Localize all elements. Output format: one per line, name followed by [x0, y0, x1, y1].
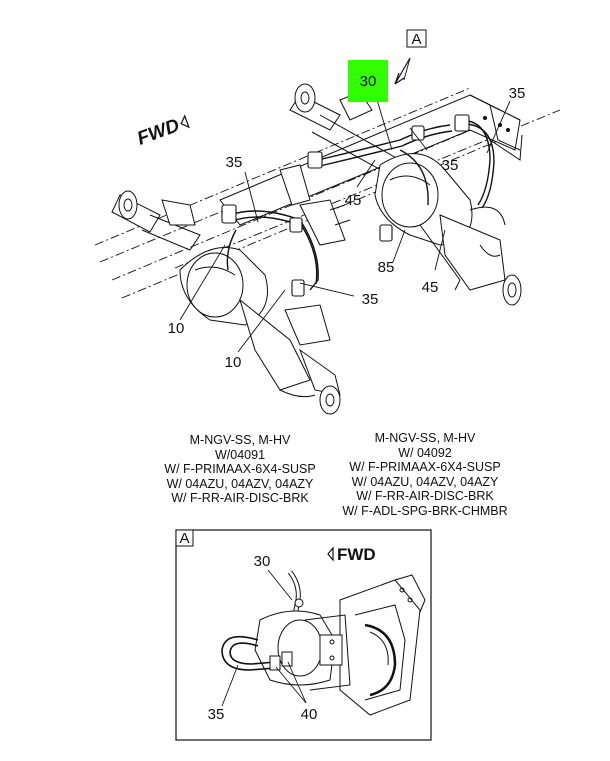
callout-10-upper: 10	[168, 320, 185, 337]
highlight-callout-30	[348, 60, 388, 102]
note-left-line: W/ 04AZU, 04AZV, 04AZY	[166, 476, 314, 491]
detail-brake-assembly	[221, 570, 426, 716]
application-note-left: M-NGV-SS, M-HV W/04091 W/ F-PRIMAAX-6X4-…	[140, 433, 340, 506]
view-a-arrow	[394, 57, 411, 85]
main-assembly-illustration	[94, 57, 561, 415]
note-right-line: W/ 04AZU, 04AZV, 04AZY	[351, 474, 499, 489]
note-left-line: M-NGV-SS, M-HV	[189, 433, 291, 447]
note-right-line: M-NGV-SS, M-HV	[374, 431, 476, 445]
note-right-line: W/ F-PRIMAAX-6X4-SUSP	[349, 460, 501, 474]
callout-35-left: 35	[226, 154, 243, 171]
detail-callout-35: 35	[208, 706, 225, 723]
leader-lines	[179, 57, 511, 353]
application-note-right: M-NGV-SS, M-HV W/ 04092 W/ F-PRIMAAX-6X4…	[325, 431, 525, 518]
detail-view-a: A FWD	[175, 529, 432, 741]
callout-labels: 30 35 35 35 35 45 45 85 10 10	[168, 73, 526, 371]
view-label-a-text: A	[411, 31, 421, 48]
callout-45-left: 45	[345, 192, 362, 209]
view-label-a: A	[406, 29, 427, 48]
note-left-line: W/ F-RR-AIR-DISC-BRK	[171, 491, 309, 505]
detail-fwd-arrow-icon	[327, 546, 334, 562]
fwd-label: FWD	[135, 115, 183, 150]
note-right-line: W/ 04092	[398, 445, 452, 460]
frame-rail-section	[219, 94, 523, 226]
fwd-indicator: FWD	[135, 114, 190, 150]
callout-10-lower: 10	[225, 354, 242, 371]
note-right-line: W/ F-ADL-SPG-BRK-CHMBR	[342, 503, 508, 518]
callout-35-top-right: 35	[509, 85, 526, 102]
detail-callout-30: 30	[254, 553, 271, 570]
detail-callout-40: 40	[301, 706, 318, 723]
detail-label-box	[175, 529, 194, 547]
detail-fwd-label: FWD	[337, 545, 376, 564]
callout-45-right: 45	[422, 279, 439, 296]
callout-30: 30	[360, 73, 377, 90]
frame-hangers	[279, 164, 351, 246]
callout-85: 85	[378, 259, 395, 276]
note-left-line: W/ F-PRIMAAX-6X4-SUSP	[164, 462, 316, 476]
note-right-line: W/ F-RR-AIR-DISC-BRK	[356, 489, 494, 503]
detail-label-a: A	[179, 530, 189, 547]
callout-35-mid: 35	[442, 157, 459, 174]
detail-leader-lines	[221, 569, 307, 707]
rear-differential-left	[179, 247, 341, 415]
valves-fittings	[221, 114, 470, 297]
fwd-arrow-icon	[180, 114, 190, 129]
rear-differential-right	[374, 153, 522, 306]
callout-35-bottom: 35	[362, 291, 379, 308]
note-left-line: W/04091	[214, 447, 266, 462]
